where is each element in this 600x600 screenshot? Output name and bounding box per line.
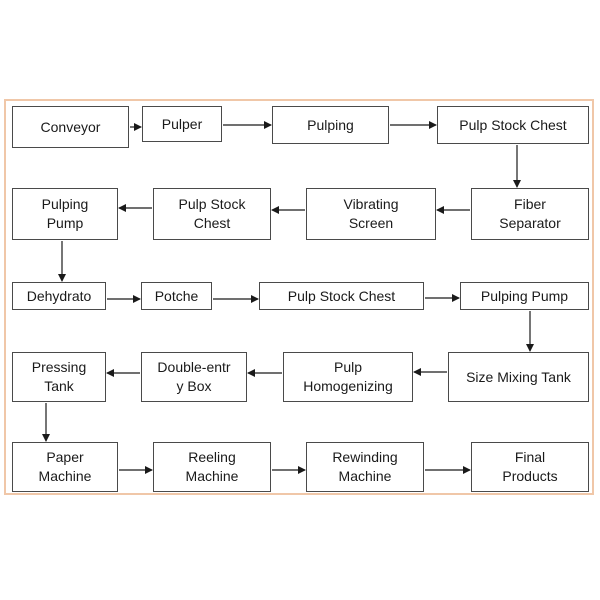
node-pulp-stock-chest-1: Pulp Stock Chest — [437, 106, 589, 144]
node-pulping: Pulping — [272, 106, 389, 144]
node-potche: Potche — [141, 282, 212, 310]
node-pulp-homogenizing: Pulp Homogenizing — [283, 352, 413, 402]
node-label: Rewinding Machine — [332, 449, 398, 484]
node-pulp-stock-chest-2: Pulp Stock Chest — [153, 188, 271, 240]
node-label: Pulp Stock Chest — [287, 287, 396, 304]
node-label: Final Products — [502, 449, 558, 484]
node-reeling-machine: Reeling Machine — [153, 442, 271, 492]
node-final-products: Final Products — [471, 442, 589, 492]
node-label: Pulping Pump — [41, 196, 89, 231]
node-vibrating-screen: Vibrating Screen — [306, 188, 436, 240]
node-paper-machine: Paper Machine — [12, 442, 118, 492]
node-label: Conveyor — [40, 118, 101, 135]
node-label: Potche — [154, 287, 199, 304]
node-label: Paper Machine — [38, 449, 92, 484]
node-label: Pulp Stock Chest — [178, 196, 246, 231]
node-label: Pulping Pump — [480, 287, 569, 304]
node-label: Dehydrato — [26, 287, 92, 304]
node-fiber-separator: Fiber Separator — [471, 188, 589, 240]
node-rewinding-machine: Rewinding Machine — [306, 442, 424, 492]
diagram-frame — [4, 99, 594, 495]
node-label: Pulp Homogenizing — [303, 359, 393, 394]
node-size-mixing-tank: Size Mixing Tank — [448, 352, 589, 402]
node-pulper: Pulper — [142, 106, 222, 142]
node-label: Pressing Tank — [31, 359, 87, 394]
node-label: Pulper — [161, 115, 203, 132]
node-pulp-stock-chest-3: Pulp Stock Chest — [259, 282, 424, 310]
node-label: Double-entr y Box — [157, 359, 231, 394]
node-label: Pulping — [307, 116, 354, 133]
node-dehydrato: Dehydrato — [12, 282, 106, 310]
node-label: Vibrating Screen — [343, 196, 399, 231]
node-label: Reeling Machine — [185, 449, 239, 484]
node-label: Pulp Stock Chest — [459, 116, 567, 133]
node-label: Fiber Separator — [499, 196, 561, 231]
node-double-entry-box: Double-entr y Box — [141, 352, 247, 402]
node-pressing-tank: Pressing Tank — [12, 352, 106, 402]
node-pulping-pump-1: Pulping Pump — [12, 188, 118, 240]
node-pulping-pump-2: Pulping Pump — [460, 282, 589, 310]
node-conveyor: Conveyor — [12, 106, 129, 148]
node-label: Size Mixing Tank — [466, 368, 571, 385]
